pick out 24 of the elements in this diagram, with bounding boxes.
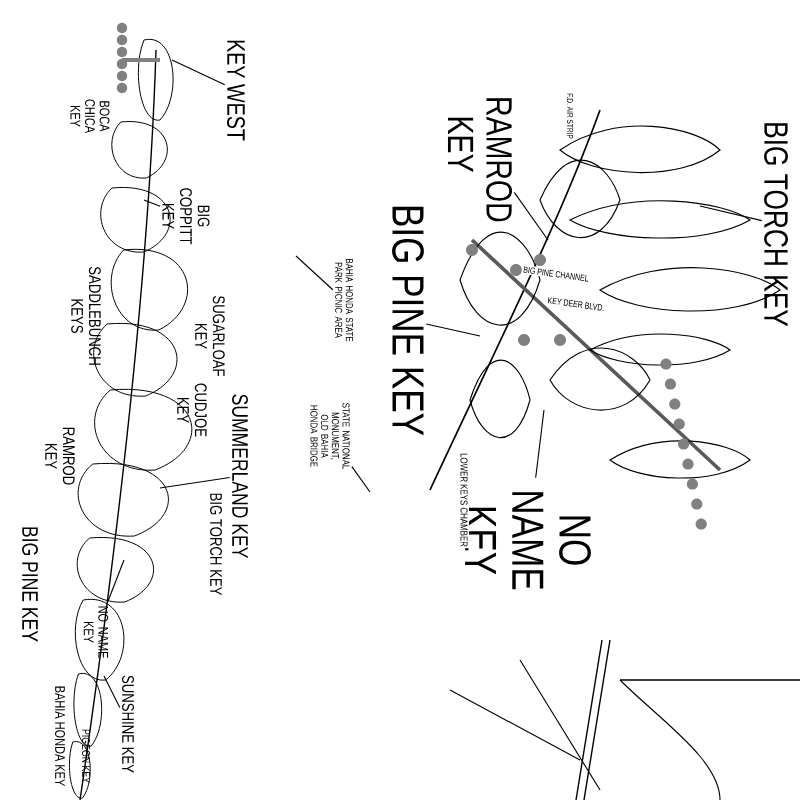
leader-line: [159, 477, 231, 489]
place-label: BIG TORCH KEY: [210, 493, 222, 596]
leader-line: [171, 59, 226, 86]
place-label: SADDLEBUNCH KEYS: [71, 266, 101, 365]
place-label: BIG COPPITT KEY: [162, 188, 210, 245]
place-label: KEY WEST: [227, 40, 245, 141]
leader-line: [535, 409, 545, 479]
place-label: SUMMERLAND KEY: [232, 394, 248, 558]
leader-line: [103, 675, 121, 709]
place-label: SUGARLOAF KEY: [195, 296, 225, 377]
leader-line: [107, 559, 125, 603]
place-label: RAMROD KEY: [45, 427, 75, 485]
leader-line: [425, 323, 481, 337]
leader-line: [699, 205, 763, 222]
place-label: SUNSHINE KEY: [122, 675, 134, 773]
leader-line: [351, 466, 371, 493]
place-label: BIG TORCH KEY: [764, 123, 788, 327]
place-label: BIG PINE KEY: [392, 206, 424, 436]
place-label: BIG PINE KEY: [22, 527, 38, 642]
leader-line: [295, 255, 334, 291]
leader-line: [143, 199, 161, 207]
place-label: CUDJOE KEY: [177, 383, 207, 437]
place-label: RAMROD KEY: [448, 98, 513, 222]
leader-line: [513, 191, 549, 241]
